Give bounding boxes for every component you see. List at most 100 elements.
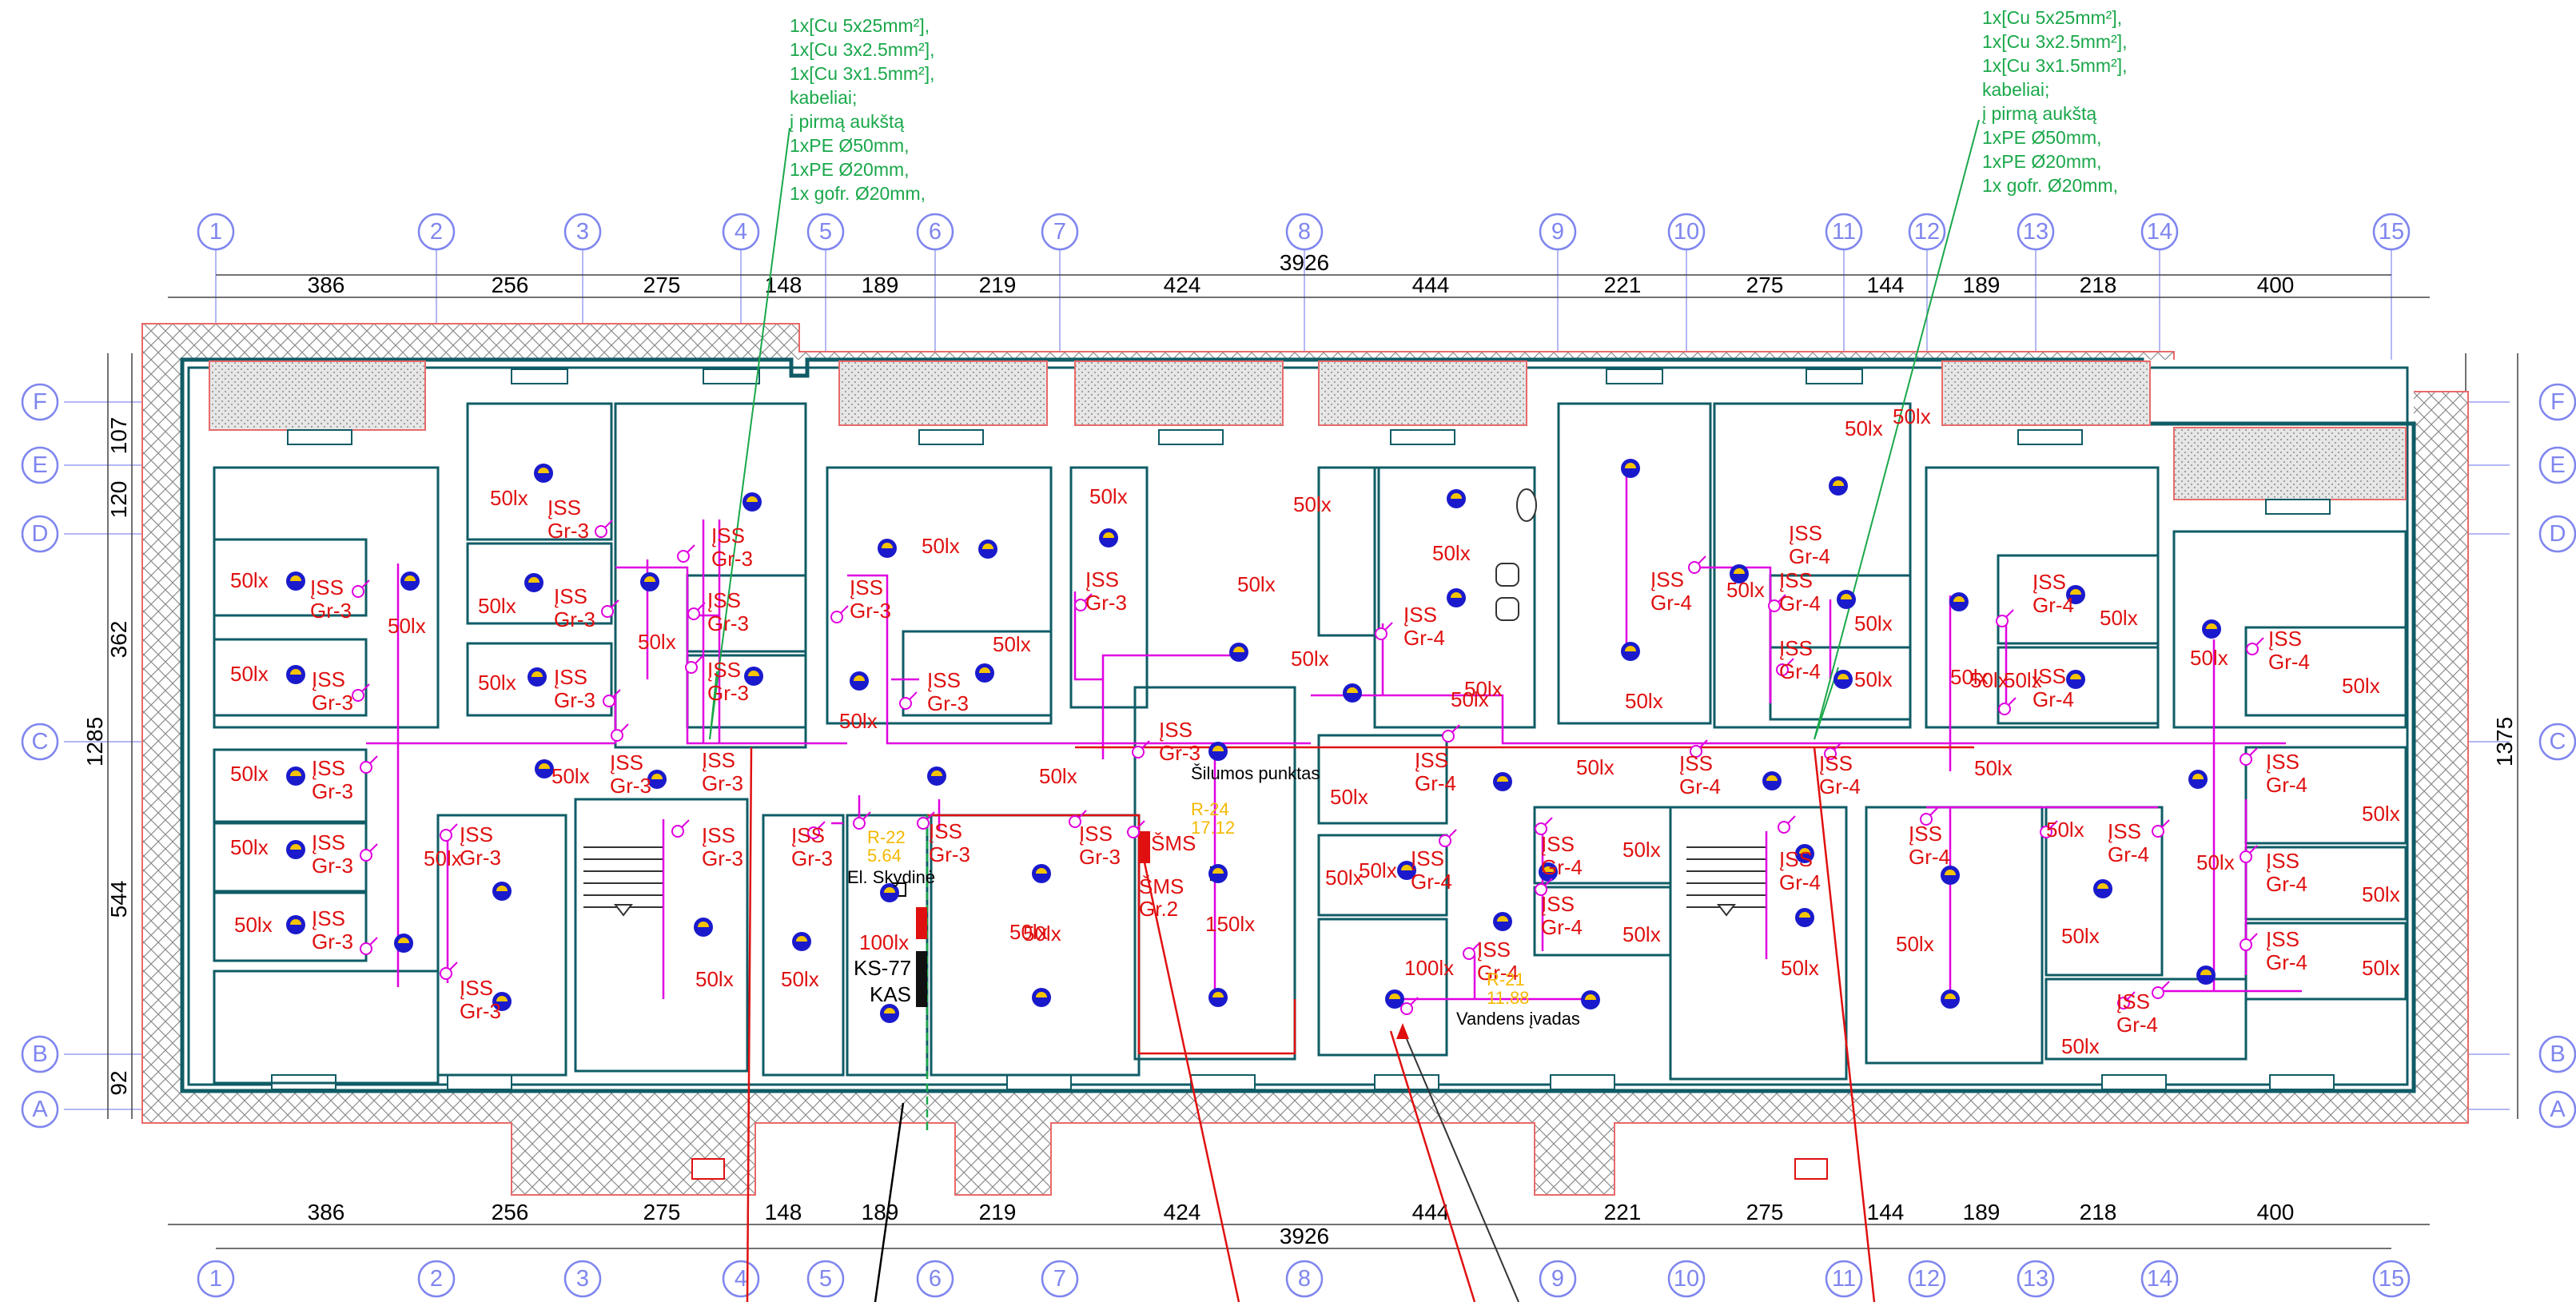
dim-right-total: 1375 — [2492, 717, 2517, 766]
svg-text:ĮSS: ĮSS — [929, 819, 962, 843]
svg-text:Gr-4: Gr-4 — [1541, 915, 1583, 939]
ceiling-light-icon — [524, 573, 543, 592]
svg-text:ĮSS: ĮSS — [1541, 892, 1575, 916]
illuminance-value: 50lx — [1622, 838, 1661, 862]
illuminance-value: 50lx — [1893, 404, 1931, 428]
switch-icon — [807, 821, 826, 839]
grid-bubble-E-right: E — [2538, 446, 2576, 484]
switch-icon — [603, 689, 621, 707]
switch-icon — [1535, 817, 1553, 835]
svg-text:A: A — [32, 1097, 48, 1122]
dim-total-top: 3926 — [1280, 250, 1329, 275]
grid-axis-right: F E D C B A — [2538, 383, 2576, 1129]
svg-text:ĮSS: ĮSS — [1909, 822, 1942, 846]
svg-text:15: 15 — [2379, 219, 2404, 245]
svg-text:ĮSS: ĮSS — [2268, 627, 2302, 651]
svg-text:ĮSS: ĮSS — [2266, 927, 2299, 951]
svg-text:14: 14 — [2147, 219, 2172, 245]
illuminance-value: 50lx — [1726, 578, 1765, 602]
ceiling-light-icon — [694, 918, 713, 937]
ceiling-light-icon — [1539, 862, 1558, 882]
svg-text:ĮSS: ĮSS — [460, 822, 493, 846]
illuminance-value: 50lx — [1854, 611, 1893, 635]
svg-text:ĮSS: ĮSS — [1403, 603, 1437, 627]
svg-text:Gr-3: Gr-3 — [711, 547, 753, 571]
svg-text:į pirmą aukštą: į pirmą aukštą — [1982, 103, 2096, 124]
illuminance-value: 50lx — [230, 762, 269, 786]
svg-text:ĮSS: ĮSS — [1779, 568, 1813, 592]
grid-bubble-B-right: B — [2538, 1035, 2576, 1073]
svg-text:ĮSS: ĮSS — [702, 748, 735, 772]
svg-text:ĮSS: ĮSS — [1819, 751, 1853, 775]
svg-text:148: 148 — [765, 1200, 802, 1224]
illuminance-value: 50lx — [1237, 572, 1276, 596]
illuminance-value: 50lx — [2004, 668, 2042, 692]
svg-text:C: C — [32, 729, 49, 755]
svg-text:Gr-3: Gr-3 — [547, 519, 589, 543]
ceiling-light-icon — [1941, 866, 1960, 885]
svg-text:ĮSS: ĮSS — [850, 575, 883, 599]
svg-text:Gr-4: Gr-4 — [2266, 872, 2307, 896]
svg-text:Gr-4: Gr-4 — [1789, 544, 1830, 568]
svg-text:ĮSS: ĮSS — [1779, 847, 1813, 871]
svg-text:ĮSS: ĮSS — [1411, 846, 1444, 870]
svg-text:ĮSS: ĮSS — [1679, 751, 1713, 775]
svg-text:Gr-3: Gr-3 — [312, 691, 353, 715]
svg-text:ĮSS: ĮSS — [310, 575, 344, 599]
illuminance-value: 50lx — [1291, 647, 1329, 671]
svg-text:D: D — [2550, 521, 2566, 547]
svg-text:256: 256 — [492, 1200, 529, 1224]
svg-text:14: 14 — [2147, 1266, 2172, 1292]
svg-text:Gr-3: Gr-3 — [850, 599, 891, 623]
illuminance-value: 50lx — [1974, 756, 2013, 780]
svg-text:Gr-4: Gr-4 — [1650, 591, 1692, 615]
grid-bubble-4-bottom: 4 — [722, 1260, 760, 1298]
svg-text:444: 444 — [1412, 273, 1450, 297]
svg-text:9: 9 — [1551, 219, 1564, 245]
illuminance-value: 50lx — [230, 835, 269, 859]
sms-label-1: ŠMS — [1151, 831, 1196, 855]
svg-text:ĮSS: ĮSS — [1789, 521, 1822, 545]
switch-icon — [853, 811, 871, 830]
switch-icon — [1998, 697, 2017, 715]
svg-text:ĮSS: ĮSS — [927, 668, 961, 692]
illuminance-value: 50lx — [638, 630, 676, 654]
illuminance-value: 50lx — [1622, 922, 1661, 946]
switch-icon — [1074, 593, 1093, 611]
svg-text:ĮSS: ĮSS — [791, 823, 825, 847]
grid-bubble-5: 5 — [806, 213, 845, 251]
svg-text:ĮSS: ĮSS — [2033, 570, 2066, 594]
switch-icon — [1688, 555, 1706, 574]
ceiling-light-icon — [1829, 476, 1848, 496]
svg-text:13: 13 — [2023, 1266, 2048, 1292]
svg-text:Gr-3: Gr-3 — [1079, 845, 1121, 869]
svg-text:189: 189 — [1963, 1200, 2001, 1224]
grid-bubble-C-right: C — [2538, 723, 2576, 761]
svg-text:1xPE Ø50mm,: 1xPE Ø50mm, — [1982, 127, 2102, 148]
illuminance-value: 50lx — [1845, 416, 1883, 440]
grid-bubble-12-bottom: 12 — [1908, 1260, 1946, 1298]
grid-bubble-F-right: F — [2538, 383, 2576, 421]
svg-text:Gr-4: Gr-4 — [2116, 1013, 2158, 1037]
svg-text:256: 256 — [492, 273, 529, 297]
ceiling-light-icon — [2093, 879, 2112, 898]
svg-text:6: 6 — [929, 1266, 942, 1292]
illuminance-value: 50lx — [2061, 1034, 2100, 1058]
svg-text:ĮSS: ĮSS — [554, 665, 587, 689]
illuminance-value: 50lx — [2196, 850, 2235, 874]
svg-text:424: 424 — [1164, 1200, 1201, 1224]
ceiling-light-icon — [528, 667, 547, 687]
svg-text:3: 3 — [576, 1266, 589, 1292]
